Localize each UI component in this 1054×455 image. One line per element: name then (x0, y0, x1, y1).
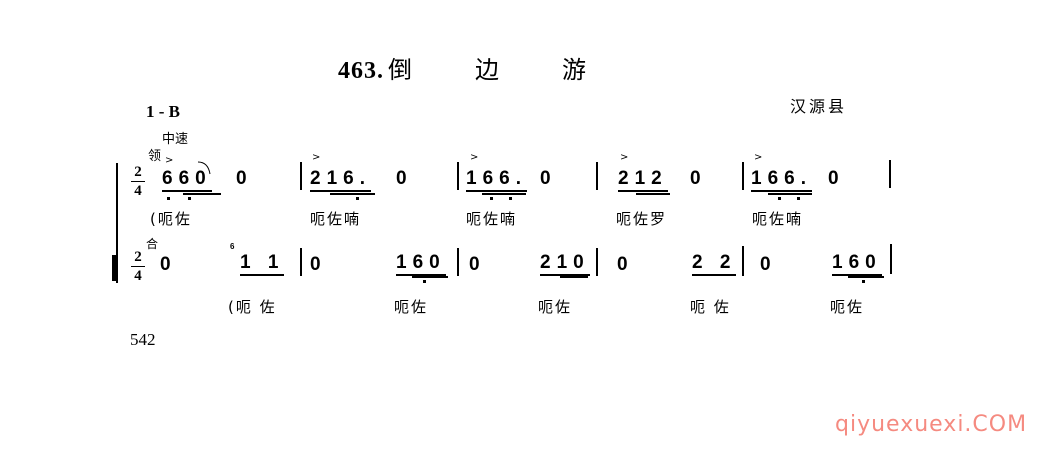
title-char-2: 边 (475, 58, 500, 84)
lower-measure-2-rest: 0 (310, 254, 327, 275)
upper-measure-1-rest: 0 (236, 168, 253, 189)
lower-measure-3-lyric: 呃佐 (538, 298, 573, 316)
lower-measure-1-rest: 0 (160, 254, 177, 275)
tempo-marking: 中速 (162, 132, 189, 147)
lower-measure-5-lyric: 呃佐 (830, 298, 865, 316)
accent-mark: > (312, 152, 321, 163)
upper-measure-2-lyric: 呃佐喃 (310, 210, 362, 228)
barline (457, 162, 459, 190)
upper-measure-3-rest: 0 (540, 168, 557, 189)
upper-measure-3-lyric: 呃佐喃 (466, 210, 518, 228)
song-number: 463. (338, 58, 384, 84)
lower-measure-3-notes: 210 (540, 252, 590, 276)
upper-measure-4-lyric: 呃佐罗 (616, 210, 668, 228)
upper-measure-2-rest: 0 (396, 168, 413, 189)
barline (742, 162, 744, 190)
lower-measure-2-notes: 160 (396, 252, 446, 276)
lower-measure-2-lyric: 呃佐 (394, 298, 429, 316)
upper-measure-4-notes: 212 (618, 168, 668, 192)
lower-measure-5-rest: 0 (760, 254, 777, 275)
barline (890, 244, 892, 274)
tune-id: 1 - B (146, 102, 180, 121)
upper-measure-3-notes: 166. (466, 168, 527, 192)
upper-measure-5-lyric: 呃佐喃 (752, 210, 804, 228)
title-char-3: 游 (562, 58, 587, 84)
barline (457, 248, 459, 276)
lower-measure-4-lyric: 呃 佐 (690, 298, 731, 316)
page-number: 542 (130, 330, 156, 349)
barline (596, 162, 598, 190)
system-bracket (112, 255, 117, 281)
accent-mark: > (165, 155, 174, 166)
lower-measure-4-rest: 0 (617, 254, 634, 275)
barline (889, 160, 891, 188)
upper-measure-5-rest: 0 (828, 168, 845, 189)
chorus-label: 合 (146, 237, 159, 251)
upper-measure-4-rest: 0 (690, 168, 707, 189)
barline (300, 248, 302, 276)
lower-measure-4-notes: 2 2 (692, 252, 737, 276)
lower-measure-1-lyric: (呃 佐 (228, 298, 277, 316)
song-title: 463.倒 边 游 (338, 50, 587, 85)
barline (596, 248, 598, 276)
upper-measure-5-notes: 166. (751, 168, 812, 192)
accent-mark: > (470, 152, 479, 163)
lead-label: 领 (148, 149, 162, 164)
lower-measure-1-notes: 1 1 (240, 252, 285, 276)
title-char-1: 倒 (388, 58, 413, 84)
accent-mark: > (754, 152, 763, 163)
system-brace (116, 163, 118, 283)
upper-measure-1-lyric: (呃佐 (150, 210, 192, 228)
barline (742, 246, 744, 276)
lower-measure-3-rest: 0 (469, 254, 486, 275)
watermark: qiyuexuexi.COM (835, 412, 1028, 437)
grace-note: 6 (230, 242, 235, 251)
lower-measure-5-notes: 160 (832, 252, 882, 276)
barline (300, 162, 302, 190)
upper-measure-2-notes: 216. (310, 168, 371, 192)
upper-measure-1-notes: 660 (162, 168, 212, 192)
region-label: 汉源县 (790, 97, 848, 116)
upper-time-signature: 2 4 (131, 165, 145, 199)
accent-mark: > (620, 152, 629, 163)
lower-time-signature: 2 4 (131, 250, 145, 284)
slur-icon (197, 161, 211, 175)
